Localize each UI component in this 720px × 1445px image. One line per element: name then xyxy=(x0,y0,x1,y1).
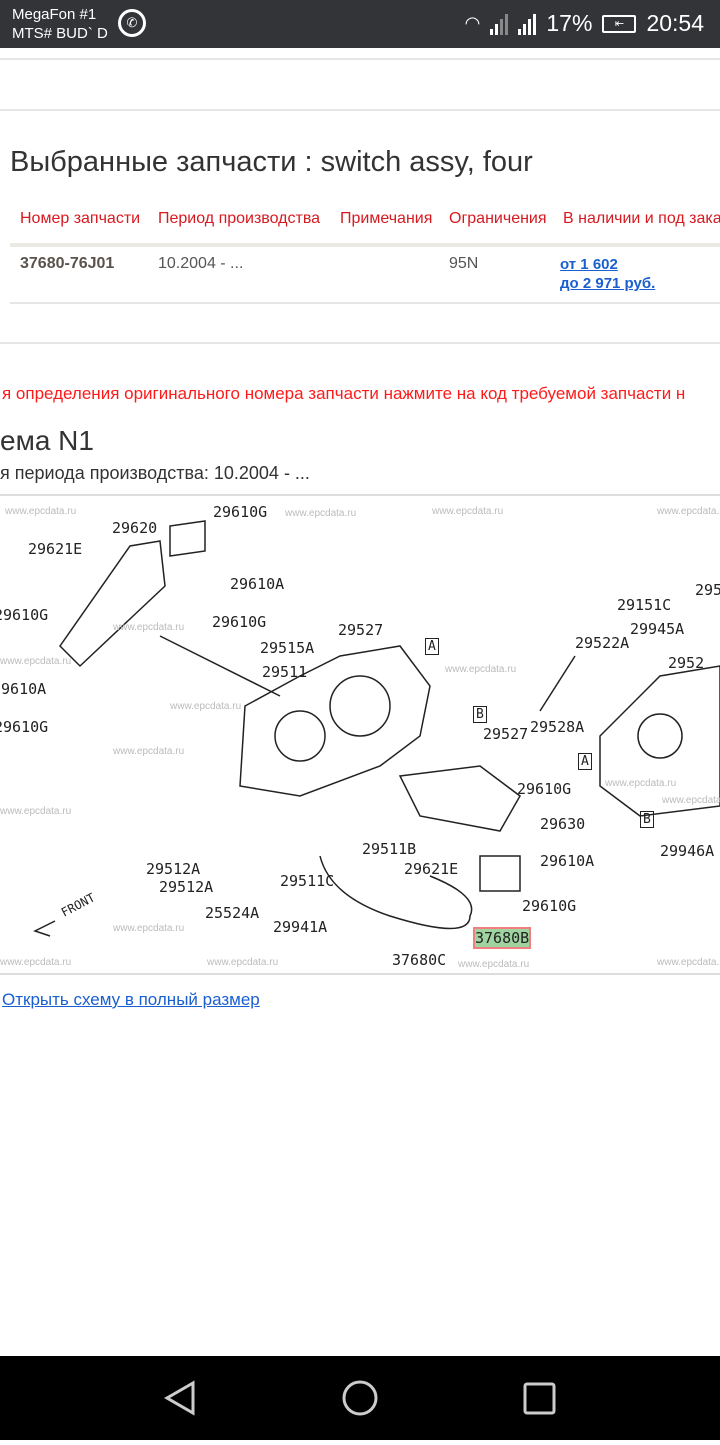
part-label[interactable]: 37680C xyxy=(392,951,447,969)
part-label-selected[interactable]: 37680B xyxy=(472,927,532,949)
part-label[interactable]: 29941A xyxy=(273,918,328,936)
ref-box-a[interactable]: A xyxy=(578,753,592,770)
part-label[interactable]: 29610A xyxy=(230,575,285,593)
col-header-restrictions: Ограничения xyxy=(449,210,547,227)
watermark: www.epcdata.ru xyxy=(207,957,279,968)
part-label[interactable]: 29610A xyxy=(540,852,595,870)
col-header-period: Период производства xyxy=(158,210,321,227)
parts-diagram[interactable]: www.epcdata.ru www.epcdata.ru www.epcdat… xyxy=(0,494,720,975)
col-header-part-number: Номер запчасти xyxy=(20,210,141,227)
watermark: www.epcdata.ru xyxy=(458,959,530,970)
part-label[interactable]: 29621E xyxy=(404,860,459,878)
watermark: www.epcdata.ru xyxy=(657,506,720,517)
part-label[interactable]: 29512A xyxy=(159,878,214,896)
price-from-link[interactable]: от 1 602 xyxy=(560,256,618,273)
part-label[interactable]: 29610G xyxy=(212,613,267,631)
part-label[interactable]: 29511 xyxy=(262,663,308,681)
instruction-text: я определения оригинального номера запча… xyxy=(2,384,686,403)
col-header-availability: В наличии и под зака xyxy=(563,210,720,227)
part-label[interactable]: 29511B xyxy=(362,840,417,858)
diagram-drawing xyxy=(33,520,720,937)
part-label[interactable]: 29945A xyxy=(630,620,685,638)
clock: 20:54 xyxy=(646,10,704,36)
watermark: www.epcdata.ru xyxy=(113,622,185,633)
part-label[interactable]: 29946A xyxy=(660,842,715,860)
price-to-link[interactable]: до 2 971 руб. xyxy=(560,275,656,292)
part-label[interactable]: 29610G xyxy=(517,780,572,798)
part-label[interactable]: 29610G xyxy=(213,503,268,521)
restrictions: 95N xyxy=(449,255,479,272)
ref-box-a[interactable]: A xyxy=(425,638,439,655)
watermark: www.epcdata.ru xyxy=(285,508,357,519)
part-number: 37680-76J01 xyxy=(20,255,115,272)
status-bar: MegaFon #1 MTS# BUD` D ✆ ◠ 17% ⇤ 20:54 xyxy=(0,0,720,48)
scheme-subtitle: я периода производства: 10.2004 - ... xyxy=(0,463,310,483)
part-label[interactable]: 29620 xyxy=(112,519,158,537)
part-label[interactable]: 29511C xyxy=(280,872,335,890)
col-header-notes: Примечания xyxy=(340,210,433,227)
part-label[interactable]: 29610A xyxy=(0,680,47,698)
watermark: www.epcdata.ru xyxy=(5,506,77,517)
back-icon[interactable] xyxy=(163,1380,195,1416)
watermark: www.epcdata.ru xyxy=(113,746,185,757)
scheme-title: ема N1 xyxy=(0,425,94,456)
wifi-icon: ◠ xyxy=(464,13,481,33)
watermark: www.epcdata.ru xyxy=(0,806,72,817)
part-label[interactable]: 29512A xyxy=(146,860,201,878)
part-label[interactable]: 29621E xyxy=(28,540,83,558)
part-label[interactable]: 29515A xyxy=(260,639,315,657)
part-label[interactable]: 295 xyxy=(695,581,720,599)
whatsapp-icon: ✆ xyxy=(118,9,146,37)
part-label[interactable]: 2952 xyxy=(668,654,705,672)
open-full-scheme-link[interactable]: Открыть схему в полный размер xyxy=(2,990,260,1009)
battery-charging-icon: ⇤ xyxy=(602,14,637,33)
part-label[interactable]: 29610G xyxy=(522,897,577,915)
recents-icon[interactable] xyxy=(523,1382,556,1415)
part-label[interactable]: 29610G xyxy=(0,606,49,624)
part-label[interactable]: 29528A xyxy=(530,718,585,736)
watermark: www.epcdata.ru xyxy=(662,795,720,806)
carrier-info: MegaFon #1 MTS# BUD` D xyxy=(12,5,108,43)
navigation-bar xyxy=(0,1356,720,1440)
divider xyxy=(0,109,720,111)
divider xyxy=(0,342,720,344)
part-label[interactable]: 29527 xyxy=(338,621,384,639)
divider xyxy=(0,58,720,60)
watermark: www.epcdata.ru xyxy=(605,778,677,789)
watermark: www.epcdata.ru xyxy=(0,656,72,667)
watermark: www.epcdata.ru xyxy=(113,923,185,934)
page-title: Выбранные запчасти : switch assy, four xyxy=(10,146,533,178)
watermark: www.epcdata.ru xyxy=(432,506,504,517)
home-icon[interactable] xyxy=(342,1380,378,1416)
watermark: www.epcdata.ru xyxy=(445,664,517,675)
carrier-2: MTS# BUD` D xyxy=(12,25,108,42)
battery-percent: 17% xyxy=(546,10,593,36)
carrier-1: MegaFon #1 xyxy=(12,6,97,23)
part-label[interactable]: 29522A xyxy=(575,634,630,652)
divider xyxy=(10,302,720,304)
watermark: www.epcdata.ru xyxy=(0,957,72,968)
part-label[interactable]: 29151C xyxy=(617,596,672,614)
watermark: www.epcdata.ru xyxy=(657,957,720,968)
watermark: www.epcdata.ru xyxy=(170,701,242,712)
ref-box-b[interactable]: B xyxy=(473,706,487,723)
signal-icon xyxy=(518,13,537,35)
divider xyxy=(10,243,720,247)
signal-icon xyxy=(490,13,509,35)
part-label[interactable]: 29610G xyxy=(0,718,49,736)
part-label[interactable]: 25524A xyxy=(205,904,260,922)
ref-box-b[interactable]: B xyxy=(640,811,654,828)
part-label[interactable]: 29630 xyxy=(540,815,586,833)
part-label[interactable]: 29527 xyxy=(483,725,529,743)
period: 10.2004 - ... xyxy=(158,255,244,272)
